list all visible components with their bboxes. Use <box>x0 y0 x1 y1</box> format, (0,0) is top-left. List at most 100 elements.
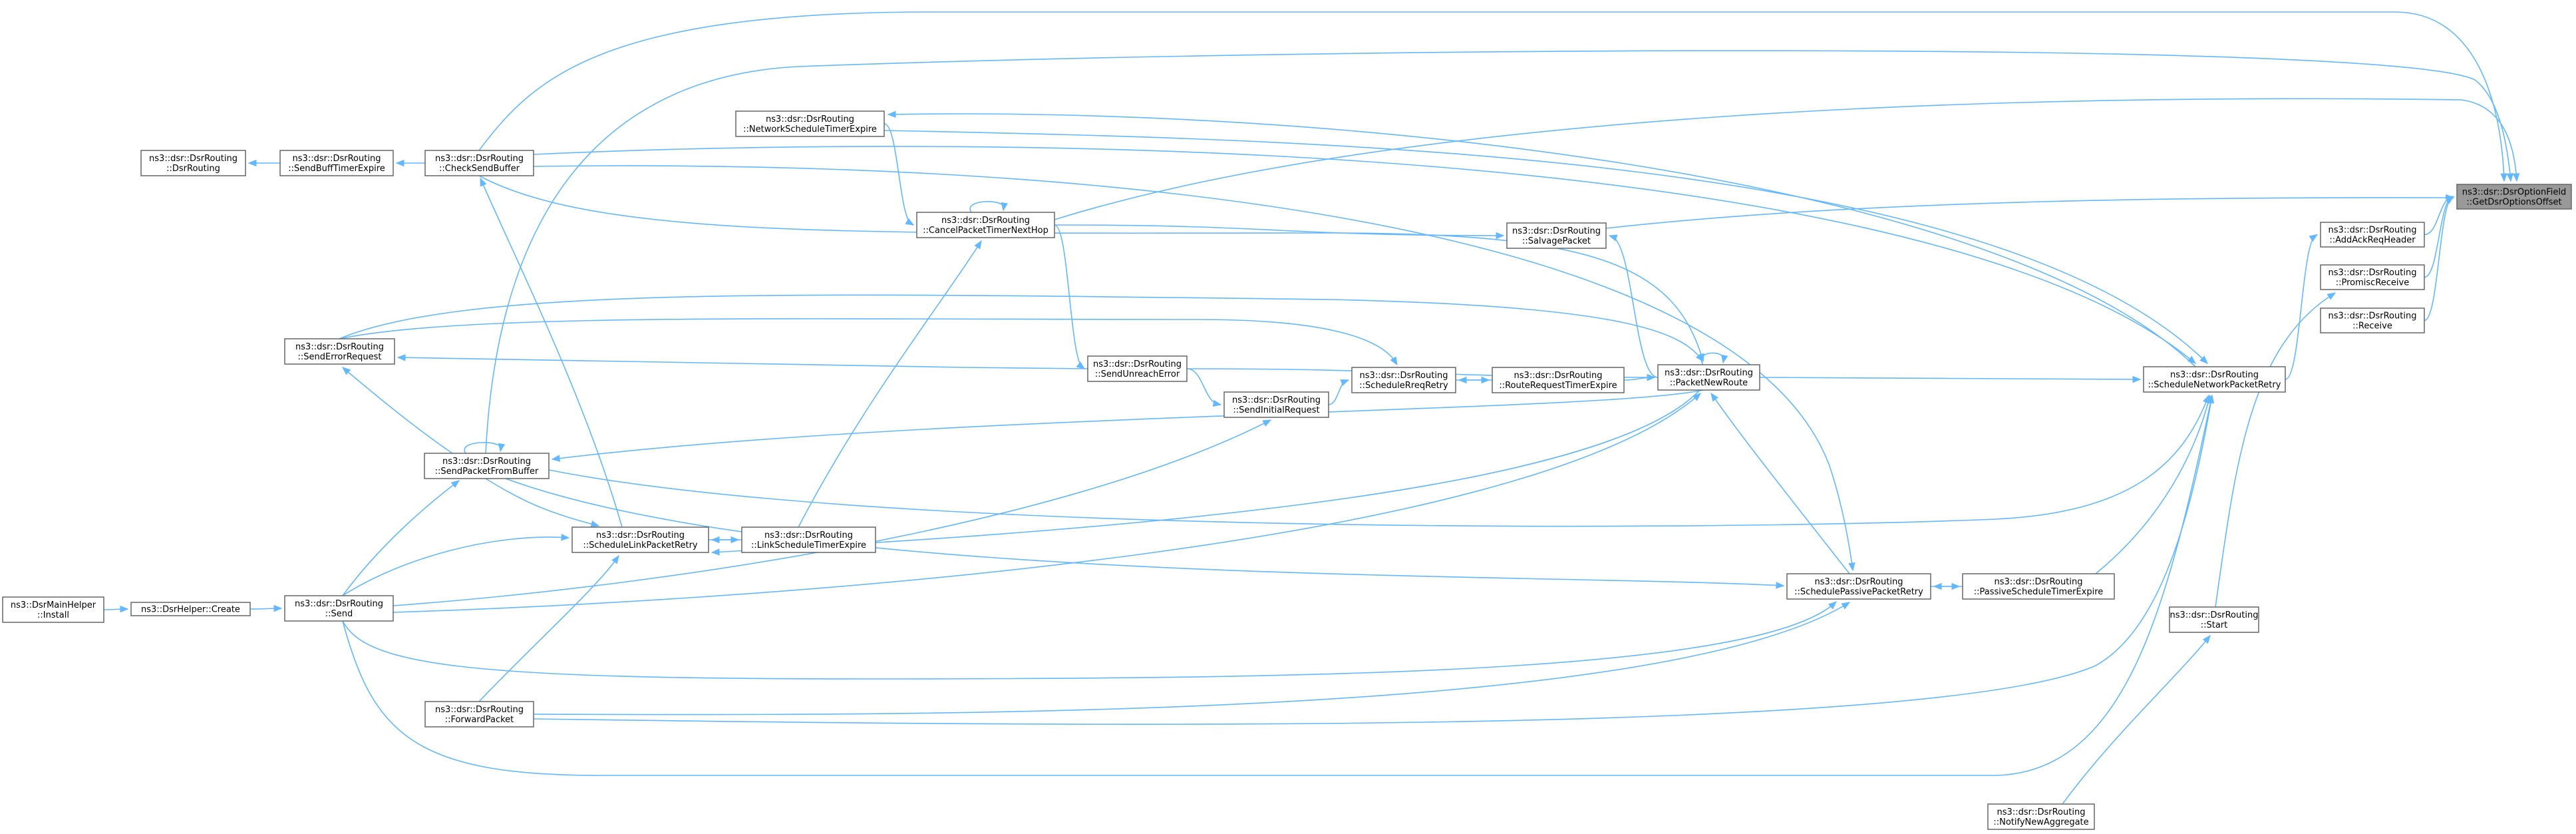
node-checkSendBuffer[interactable]: ns3::dsr::DsrRouting::CheckSendBuffer <box>424 150 534 176</box>
node-scheduleRreqRetry[interactable]: ns3::dsr::DsrRouting::ScheduleRreqRetry <box>1351 367 1456 393</box>
node-addAckReqHeader[interactable]: ns3::dsr::DsrRouting::AddAckReqHeader <box>2320 222 2425 248</box>
node-label-line: ns3::dsr::DsrRouting <box>764 530 853 540</box>
node-start[interactable]: ns3::dsr::DsrRouting::Start <box>2169 606 2259 633</box>
node-sendPacketFromBuffer[interactable]: ns3::dsr::DsrRouting::SendPacketFromBuff… <box>424 453 550 479</box>
node-linkScheduleTimerExpire[interactable]: ns3::dsr::DsrRouting::LinkScheduleTimerE… <box>741 526 876 553</box>
node-sendErrorRequest[interactable]: ns3::dsr::DsrRouting::SendErrorRequest <box>284 338 395 365</box>
node-box: ns3::dsr::DsrRouting::ScheduleNetworkPac… <box>2143 366 2286 393</box>
edge-arrowhead <box>887 110 896 118</box>
node-label-line: ::SalvagePacket <box>1522 236 1591 246</box>
node-box: ns3::DsrHelper::Create <box>130 602 251 616</box>
node-dsrHelperCreate[interactable]: ns3::DsrHelper::Create <box>130 602 251 616</box>
edge-packetNewRoute-to-salvagePacket <box>1608 234 1659 378</box>
node-scheduleNetworkPacketRetry[interactable]: ns3::dsr::DsrRouting::ScheduleNetworkPac… <box>2143 366 2286 393</box>
edge-line <box>342 480 460 596</box>
edge-line <box>2285 234 2318 380</box>
node-box: ns3::dsr::DsrRouting::SendPacketFromBuff… <box>424 453 550 479</box>
node-rect <box>1087 355 1188 382</box>
node-label-line: ::SendPacketFromBuffer <box>435 467 539 477</box>
edge-arrowhead <box>1608 234 1618 242</box>
edge-arrowhead <box>2446 194 2455 202</box>
node-sendBuffTimerExpire[interactable]: ns3::dsr::DsrRouting::SendBuffTimerExpir… <box>279 150 394 176</box>
edge-arrowhead <box>1776 582 1785 589</box>
node-packetNewRoute[interactable]: ns3::dsr::DsrRouting::PacketNewRoute <box>1657 364 1760 391</box>
edge-forwardPacket-to-scheduleNetworkPacketRetry <box>533 394 2215 725</box>
edge-dsrHelperCreate-to-send <box>249 604 283 612</box>
node-networkScheduleTimerExpire[interactable]: ns3::dsr::DsrRouting::NetworkScheduleTim… <box>735 110 885 137</box>
edge-checkSendBuffer-to-getDsrOptionsOffset <box>478 11 2507 182</box>
node-getDsrOptionsOffset[interactable]: ns3::dsr::DsrOptionField::GetDsrOptionsO… <box>2456 184 2572 210</box>
edge-passiveScheduleTimerExpire-to-scheduleNetworkPacketRetry <box>2095 394 2212 574</box>
node-label-line: ::LinkScheduleTimerExpire <box>751 540 866 550</box>
edge-arrowhead <box>1496 232 1505 240</box>
node-receive[interactable]: ns3::dsr::DsrRouting::Receive <box>2320 308 2425 333</box>
node-rect <box>2320 264 2425 290</box>
edge-line <box>884 123 914 226</box>
node-box: ns3::dsr::DsrRouting::DsrRouting <box>140 150 246 176</box>
node-label-line: ::Send <box>325 609 353 619</box>
edge-checkSendBuffer-to-packetNewRoute <box>478 175 1704 363</box>
node-label-line: ::RouteRequestTimerExpire <box>1499 381 1617 391</box>
node-notifyNewAggregate[interactable]: ns3::dsr::DsrRouting::NotifyNewAggregate <box>1987 803 2095 830</box>
node-sendInitialRequest[interactable]: ns3::dsr::DsrRouting::SendInitialRequest <box>1223 391 1329 418</box>
node-box: ns3::dsr::DsrRouting::SendUnreachError <box>1087 355 1188 382</box>
edge-arrowhead <box>2500 173 2507 182</box>
node-label-line: ::SchedulePassivePacketRetry <box>1794 587 1923 597</box>
node-forwardPacket[interactable]: ns3::dsr::DsrRouting::ForwardPacket <box>424 701 534 728</box>
edge-line <box>533 395 2213 725</box>
node-schedulePassivePacketRetry[interactable]: ns3::dsr::DsrRouting::SchedulePassivePac… <box>1786 573 1931 600</box>
edge-scheduleNetworkPacketRetry-to-addAckReqHeader <box>2285 234 2319 380</box>
node-label-line: ns3::dsr::DsrRouting <box>1232 395 1321 405</box>
edge-send-to-schedulePassivePacketRetry <box>342 601 1837 680</box>
edge-packetNewRoute-to-scheduleLinkPacketRetry <box>711 389 1700 556</box>
edge-forwardPacket-to-scheduleLinkPacketRetry <box>478 554 619 702</box>
node-passiveScheduleTimerExpire[interactable]: ns3::dsr::DsrRouting::PassiveScheduleTim… <box>1962 573 2115 600</box>
edge-routeRequestTimerExpire-to-scheduleRreqRetry <box>1458 376 1493 384</box>
node-box: ns3::dsr::DsrRouting::PacketNewRoute <box>1657 364 1760 391</box>
node-label-line: ::PromiscReceive <box>2336 278 2409 288</box>
edge-passiveScheduleTimerExpire-to-schedulePassivePacketRetry <box>1933 582 1963 590</box>
node-promiscReceive[interactable]: ns3::dsr::DsrRouting::PromiscReceive <box>2320 264 2425 290</box>
node-label-line: ::ScheduleRreqRetry <box>1359 381 1448 391</box>
edge-line <box>2424 196 2454 278</box>
node-box: ns3::dsr::DsrRouting::SchedulePassivePac… <box>1786 573 1931 600</box>
edge-arrowhead <box>2205 394 2212 404</box>
node-cancelPacketTimerNextHop[interactable]: ns3::dsr::DsrRouting::CancelPacketTimerN… <box>916 212 1055 238</box>
node-rect <box>2456 184 2572 210</box>
node-box: ns3::dsr::DsrRouting::PromiscReceive <box>2320 264 2425 290</box>
node-rect <box>2320 308 2425 333</box>
edge-line <box>485 50 2511 454</box>
edge-send-to-scheduleNetworkPacketRetry <box>342 394 2214 776</box>
edge-arrowhead <box>2132 375 2142 383</box>
edge-checkSendBuffer-to-sendBuffTimerExpire <box>395 159 425 167</box>
edge-networkScheduleTimerExpire-to-cancelPacketTimerNextHop <box>884 123 915 226</box>
node-routeRequestTimerExpire[interactable]: ns3::dsr::DsrRouting::RouteRequestTimerE… <box>1492 367 1625 393</box>
node-label-line: ::CheckSendBuffer <box>439 164 520 174</box>
edge-send-to-packetNewRoute <box>393 393 1701 613</box>
edge-line <box>798 240 982 528</box>
edge-arrowhead <box>2506 173 2514 182</box>
node-rect <box>279 150 394 176</box>
edge-arrowhead <box>2199 355 2208 364</box>
node-box: ns3::dsr::DsrRouting::AddAckReqHeader <box>2320 222 2425 248</box>
edge-line <box>552 389 1704 460</box>
node-box: ns3::dsr::DsrRouting::SendErrorRequest <box>284 338 395 365</box>
node-salvagePacket[interactable]: ns3::dsr::DsrRouting::SalvagePacket <box>1506 222 1607 249</box>
edge-line <box>1605 197 2454 229</box>
edge-arrowhead <box>590 521 600 528</box>
node-label-line: ::PacketNewRoute <box>1670 378 1748 388</box>
edge-arrowhead <box>2512 173 2520 182</box>
node-sendUnreachError[interactable]: ns3::dsr::DsrRouting::SendUnreachError <box>1087 355 1188 382</box>
edge-line <box>342 536 569 596</box>
node-dsrMainHelperInstall[interactable]: ns3::DsrMainHelper::Install <box>2 596 104 623</box>
edge-sendErrorRequest-to-scheduleRreqRetry <box>339 318 1398 366</box>
node-label-line: ::PassiveScheduleTimerExpire <box>1974 587 2104 597</box>
node-rect <box>424 701 534 728</box>
node-scheduleLinkPacketRetry[interactable]: ns3::dsr::DsrRouting::ScheduleLinkPacket… <box>571 526 709 553</box>
edge-arrowhead <box>1212 399 1222 407</box>
node-send[interactable]: ns3::dsr::DsrRouting::Send <box>284 595 394 622</box>
edge-arrowhead <box>905 218 915 226</box>
node-dsrRouting[interactable]: ns3::dsr::DsrRouting::DsrRouting <box>140 150 246 176</box>
node-box: ns3::dsr::DsrRouting::Send <box>284 595 394 622</box>
node-rect <box>424 150 534 176</box>
